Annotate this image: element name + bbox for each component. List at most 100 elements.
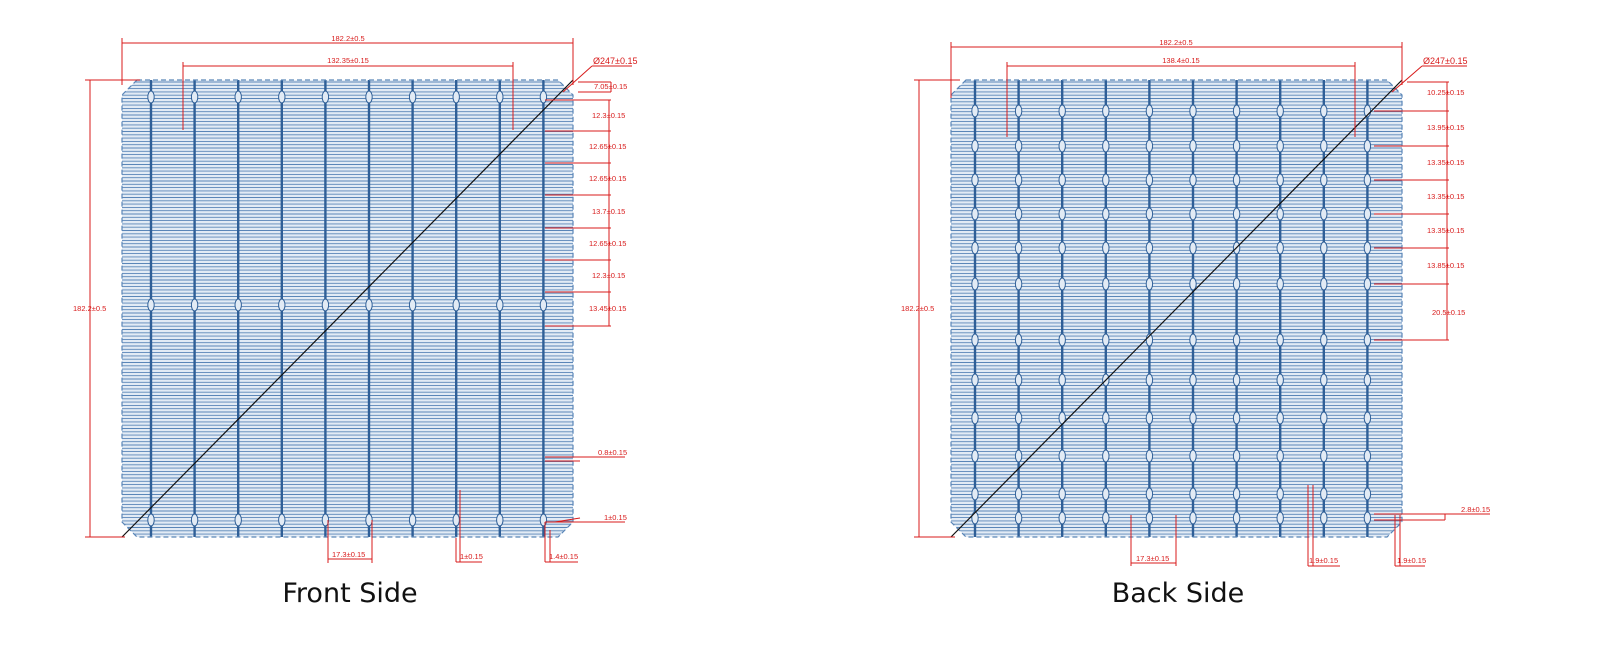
back-right-ladder: 10.25±0.15 13.95±0.15 13.35±0.15 13.35±0… <box>1374 81 1465 341</box>
busbar-pad <box>1058 139 1066 153</box>
front-width-dimension: 182.2±0.5 <box>121 34 574 85</box>
front-side-caption: Front Side <box>282 578 418 609</box>
busbar-pad <box>971 173 979 187</box>
back-right-dim-4: 13.35±0.15 <box>1427 192 1464 201</box>
busbar-pad <box>1058 241 1066 255</box>
busbar-pad <box>1145 277 1154 291</box>
busbar-pad <box>1102 104 1110 118</box>
busbar-pad <box>1320 104 1328 118</box>
busbar-pad <box>234 90 242 104</box>
back-diameter-callout: Ø247±0.15 <box>1391 56 1467 93</box>
busbar-pad <box>452 298 460 312</box>
busbar-pad <box>365 298 373 312</box>
busbar-pad <box>1145 241 1154 255</box>
busbar-pad <box>1232 449 1241 463</box>
front-right-dim-3: 12.65±0.15 <box>589 142 626 151</box>
busbar-pad <box>1320 333 1328 347</box>
busbar-pad <box>1276 487 1284 501</box>
front-diameter-callout: Ø247±0.15 <box>562 56 637 93</box>
busbar-pad <box>1145 487 1154 501</box>
busbar-pad <box>1276 139 1284 153</box>
front-right-dim-8: 13.45±0.15 <box>589 304 626 313</box>
front-right-dim-5: 13.7±0.15 <box>592 207 625 216</box>
busbar-pad <box>1145 104 1154 118</box>
front-busbars <box>147 80 548 537</box>
busbar-pad <box>1320 277 1328 291</box>
back-busbars <box>971 80 1414 537</box>
back-diameter-label: Ø247±0.15 <box>1423 56 1467 66</box>
front-diameter-label: Ø247±0.15 <box>593 56 637 66</box>
busbar-pad <box>1145 411 1154 425</box>
busbar-pad <box>539 298 548 312</box>
back-width-label: 182.2±0.5 <box>1159 38 1192 47</box>
busbar-pad <box>1320 487 1328 501</box>
back-bottom-dimensions: 17.3±0.15 1.9±0.15 1.9±0.15 <box>1130 485 1426 567</box>
busbar-pad <box>1320 207 1328 221</box>
busbar-pad <box>971 104 979 118</box>
back-right-dim-7: 20.5±0.15 <box>1432 308 1465 317</box>
front-cell <box>122 80 573 537</box>
busbar-pad <box>1363 373 1372 387</box>
busbar-pad <box>321 90 330 104</box>
busbar-pad <box>1276 411 1284 425</box>
busbar-pad <box>321 298 330 312</box>
busbar-pad <box>1363 277 1372 291</box>
busbar-pad <box>1320 373 1328 387</box>
busbar-pad <box>1145 511 1154 525</box>
busbar-pad <box>1189 487 1197 501</box>
busbar-pad <box>1276 207 1284 221</box>
front-right-ladder: 7.05±0.15 12.3±0.15 12.65±0.15 12.65±0.1… <box>545 81 627 327</box>
busbar-pad <box>1102 411 1110 425</box>
busbar-pad <box>1189 373 1197 387</box>
busbar-pad <box>1102 207 1110 221</box>
busbar-pad <box>1189 139 1197 153</box>
busbar-pad <box>1320 449 1328 463</box>
front-cell-outline <box>121 79 574 538</box>
busbar-pad <box>1145 173 1154 187</box>
busbar-pad <box>971 241 979 255</box>
busbar-pad <box>971 139 979 153</box>
front-diagonal-line <box>121 79 574 538</box>
busbar-pad <box>1102 277 1110 291</box>
busbar-pad <box>1189 511 1197 525</box>
busbar-pad <box>496 298 504 312</box>
back-diagonal-line <box>950 79 1403 538</box>
busbar-pad <box>1276 173 1284 187</box>
busbar-pad <box>1276 449 1284 463</box>
front-right-dim-2: 12.3±0.15 <box>592 111 625 120</box>
busbar-pad <box>1058 511 1066 525</box>
back-bottom-dim-3: 1.9±0.15 <box>1397 556 1426 565</box>
busbar-pad <box>1145 139 1154 153</box>
busbar-pad <box>321 513 330 527</box>
back-inner-span-dimension: 138.4±0.15 <box>1006 56 1356 137</box>
front-right-dim-1: 7.05±0.15 <box>594 82 627 91</box>
busbar-pad <box>1014 277 1023 291</box>
busbar-pad <box>1014 139 1023 153</box>
busbar-pad <box>1276 333 1284 347</box>
front-right-dim-4: 12.65±0.15 <box>589 174 626 183</box>
busbar-pad <box>408 298 417 312</box>
busbar-pad <box>1232 207 1241 221</box>
busbar-pad <box>1145 449 1154 463</box>
back-right-dim-2: 13.95±0.15 <box>1427 123 1464 132</box>
busbar-pad <box>1232 411 1241 425</box>
back-bottom-dim-2: 1.9±0.15 <box>1309 556 1338 565</box>
busbar-pad <box>1014 411 1023 425</box>
busbar-pad <box>408 90 417 104</box>
busbar-pad <box>147 513 155 527</box>
busbar-pad <box>1189 411 1197 425</box>
busbar-pad <box>1408 412 1414 424</box>
busbar-pad <box>1102 173 1110 187</box>
busbar-pad <box>1408 450 1414 462</box>
front-inner-span-label: 132.35±0.15 <box>327 56 369 65</box>
front-right-dim-6: 12.65±0.15 <box>589 239 626 248</box>
busbar-pad <box>1102 333 1110 347</box>
busbar-pad <box>1058 333 1066 347</box>
back-width-dimension: 182.2±0.5 <box>950 38 1403 98</box>
busbar-pad <box>1363 241 1372 255</box>
busbar-pad <box>1014 241 1023 255</box>
busbar-pad <box>190 298 199 312</box>
busbar-pad <box>1014 511 1023 525</box>
busbar-pad <box>1189 333 1197 347</box>
back-height-dimension: 182.2±0.5 <box>901 79 960 538</box>
